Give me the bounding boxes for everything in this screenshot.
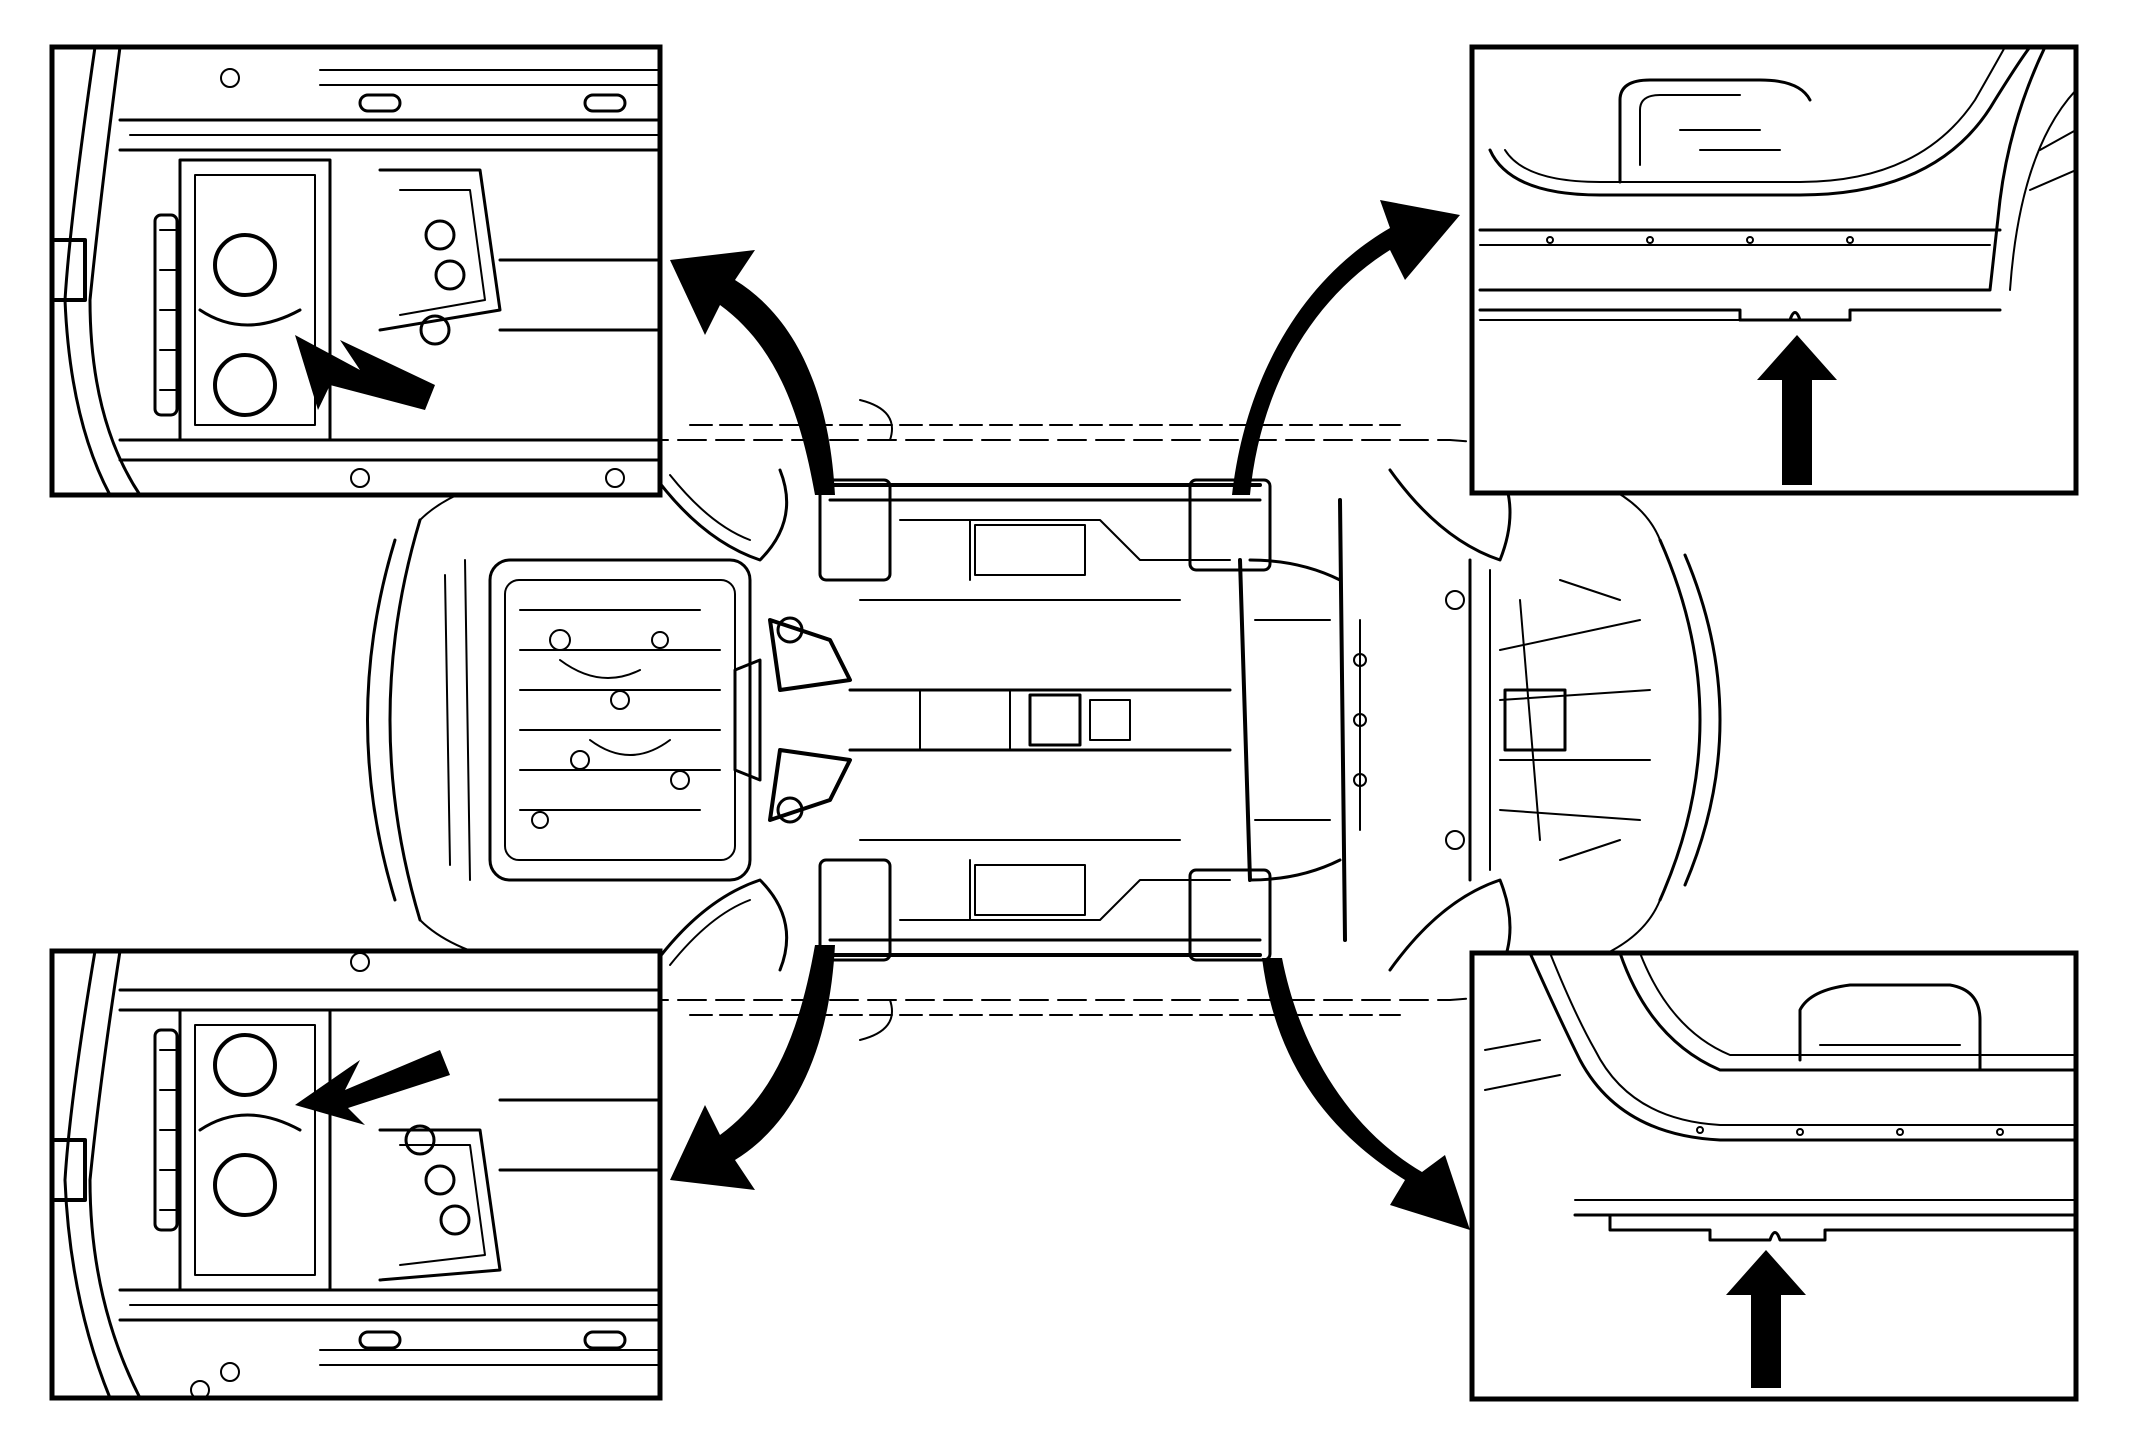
front-wheel-wells xyxy=(648,399,893,1041)
callout-front-left xyxy=(49,44,663,498)
curved-arrow-rear-left xyxy=(670,945,835,1190)
callout-rear-left xyxy=(49,948,663,1401)
lift-point-arrow xyxy=(295,335,435,410)
side-rails xyxy=(818,478,1272,962)
front-subframe xyxy=(444,558,752,882)
callout-rear-right xyxy=(1469,950,2079,1402)
lift-point-arrow xyxy=(1726,1250,1806,1388)
curved-arrow-front-left xyxy=(670,250,835,495)
control-arms xyxy=(733,616,852,824)
rear-crossmember xyxy=(1238,498,1367,942)
curved-arrow-rear-right xyxy=(1262,958,1470,1230)
floor-tunnel xyxy=(848,519,1232,921)
lift-point-arrow xyxy=(295,1050,450,1125)
lift-point-arrow xyxy=(1757,335,1837,485)
body-outline xyxy=(366,424,1722,1016)
curved-arrow-front-right xyxy=(1232,200,1460,495)
rear-wheel-wells xyxy=(1388,468,1512,972)
rear-suspension xyxy=(1445,558,1651,882)
callout-front-right xyxy=(1469,44,2079,496)
vehicle-underbody xyxy=(366,399,1722,1041)
